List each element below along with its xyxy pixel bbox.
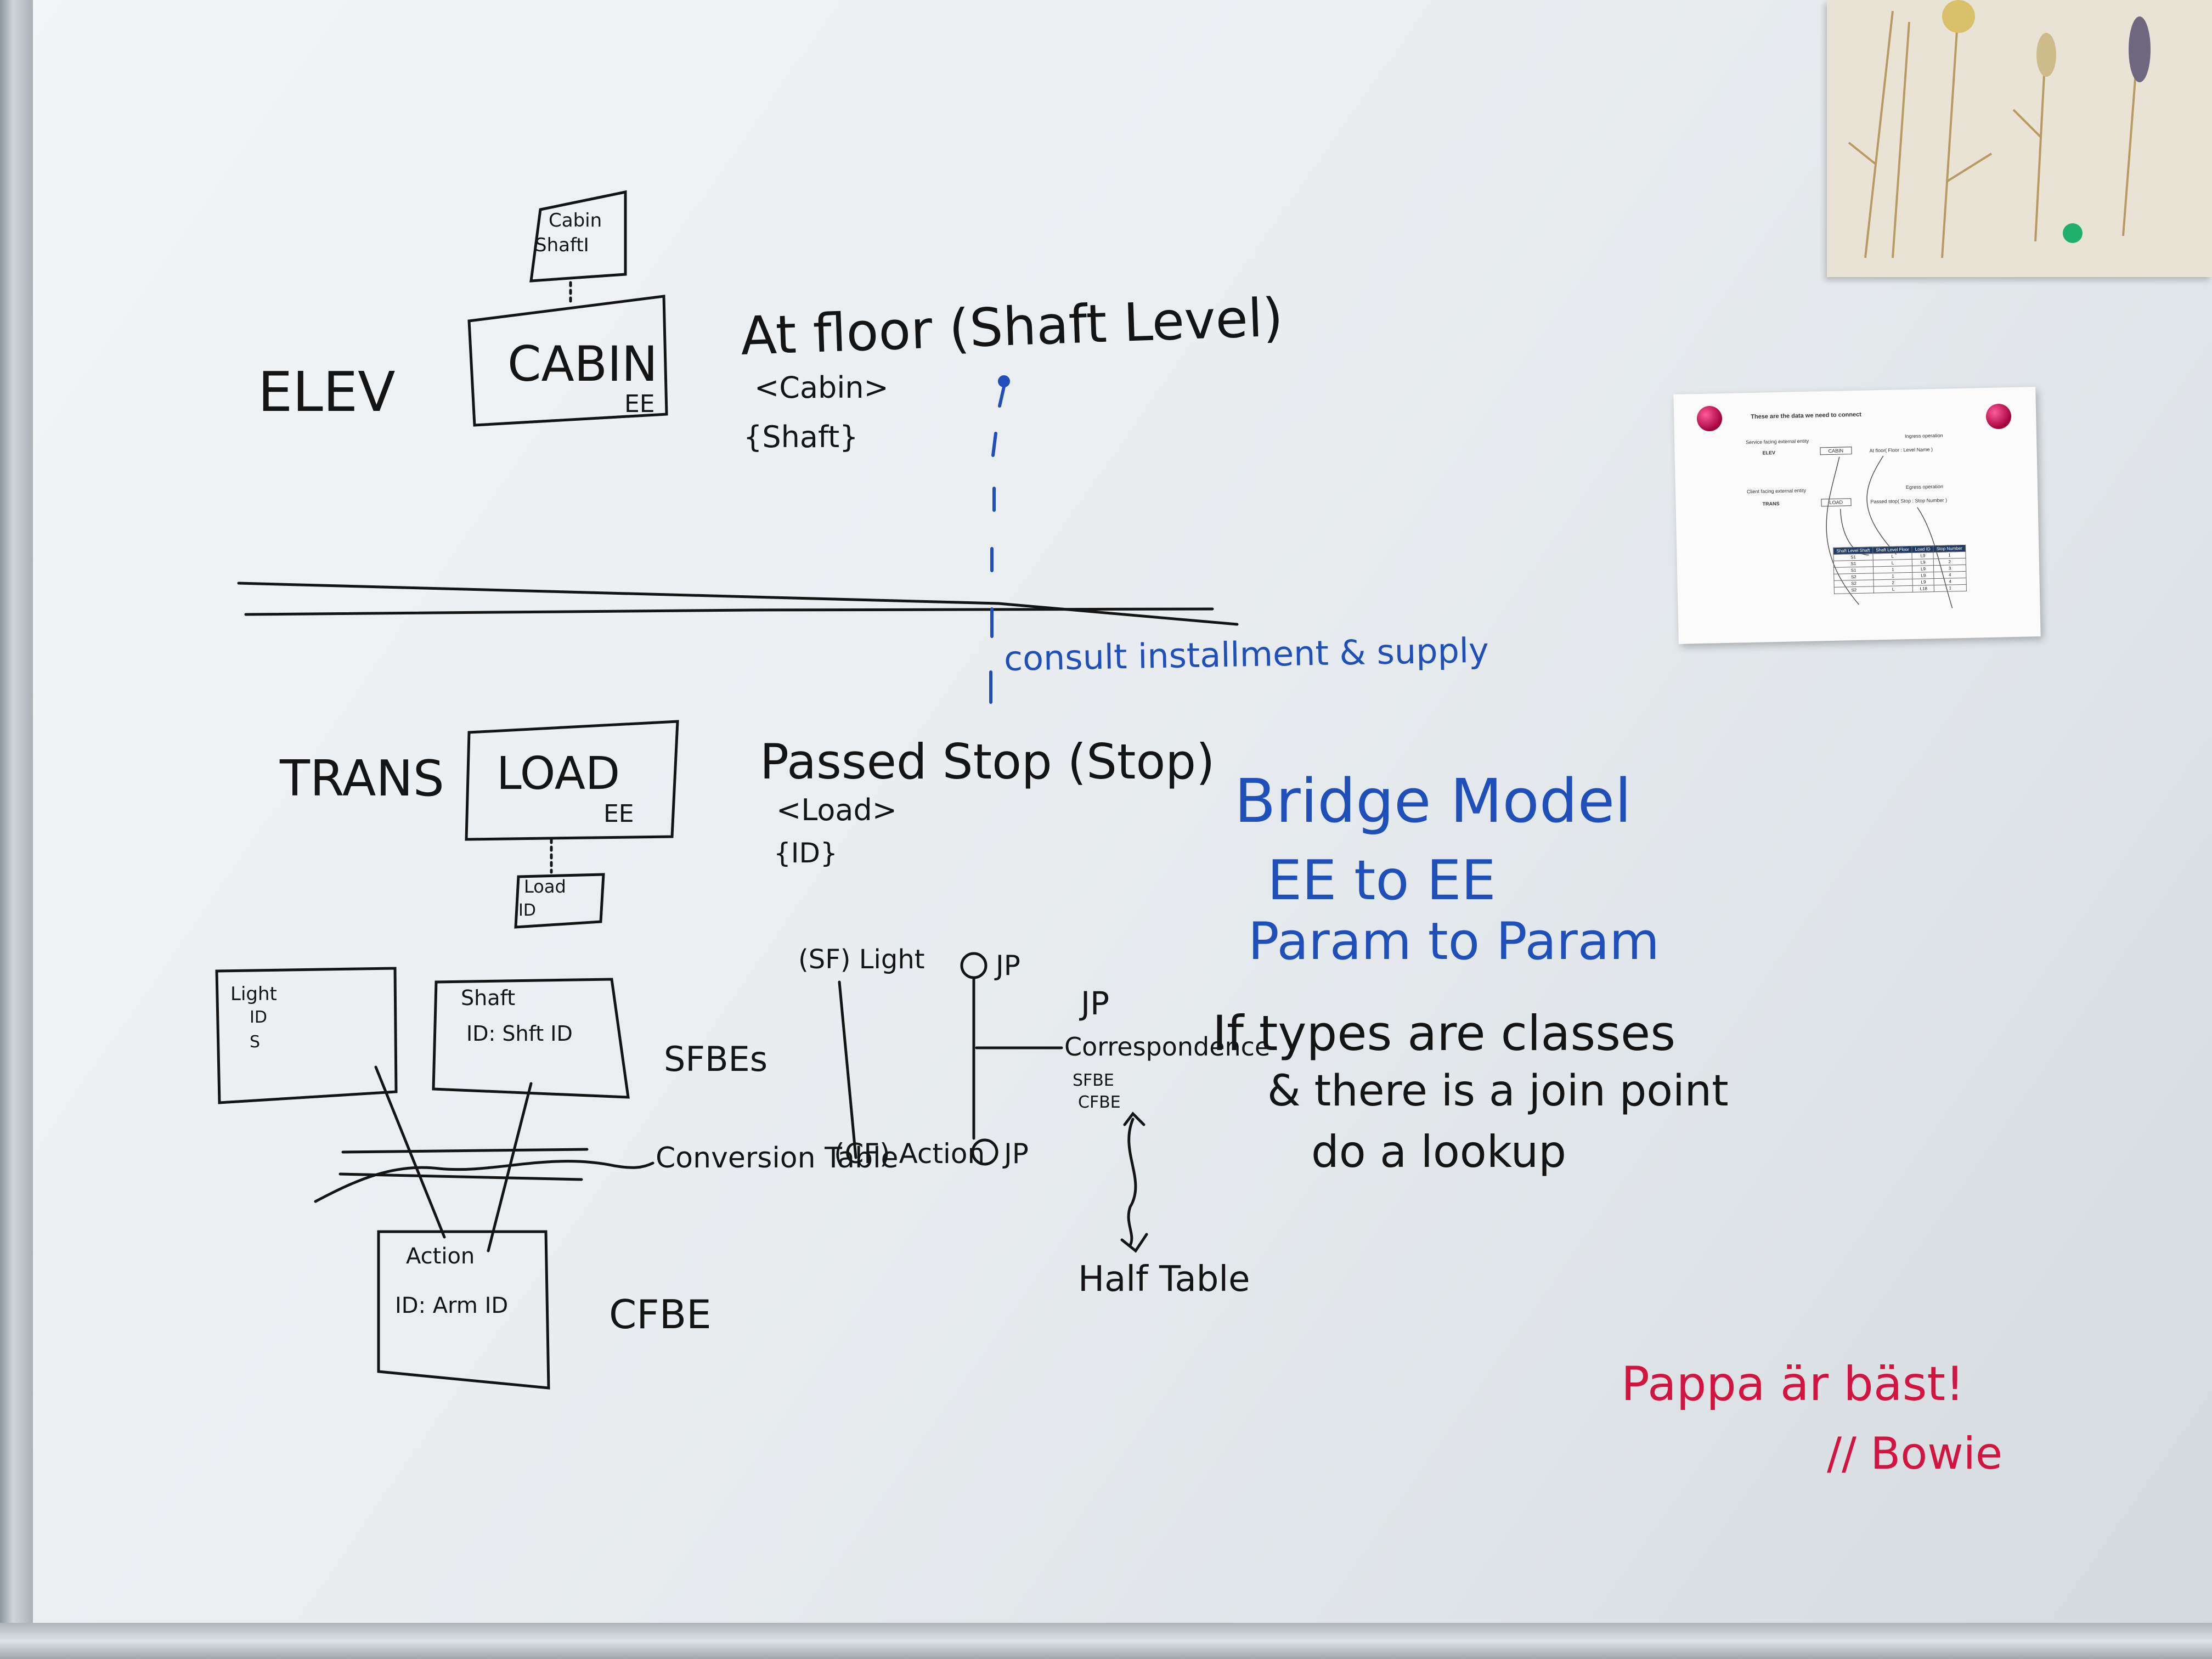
at-floor-arg2: {Shaft} xyxy=(743,420,859,454)
trans-label: TRANS xyxy=(280,750,444,808)
half-table-label: Half Table xyxy=(1078,1259,1250,1300)
pressed-flowers-picture xyxy=(1827,0,2212,277)
cabin-box-label: CABIN xyxy=(507,336,658,392)
elev-label: ELEV xyxy=(258,360,396,424)
conversion-table-label: Conversion Table xyxy=(656,1142,899,1175)
load-box-tag: EE xyxy=(603,800,634,828)
action-box-line1: Action xyxy=(406,1244,475,1269)
shaft-box-line1: Shaft xyxy=(461,986,516,1010)
load-small-box-line1: Load xyxy=(524,876,566,897)
separator-line-2 xyxy=(244,607,1214,616)
cf-action-label: (CF) Action xyxy=(834,1138,985,1170)
shaft-box-line2: ID: Shft ID xyxy=(466,1022,573,1046)
passed-stop-arg2: {ID} xyxy=(774,837,838,869)
cfbe-label: CFBE xyxy=(609,1291,712,1338)
param-to-param-label: Param to Param xyxy=(1248,912,1660,972)
cabin-small-box-line2: ShaftI xyxy=(535,234,589,256)
action-box xyxy=(377,1230,550,1390)
cabin-small-box-line1: Cabin xyxy=(549,210,602,232)
classes-note-line1: If types are classes xyxy=(1212,1005,1676,1062)
magnet-left xyxy=(1697,406,1722,431)
shaft-box xyxy=(432,978,630,1099)
correspondence-jp: JP xyxy=(1081,985,1110,1022)
consult-note: consult installment & supply xyxy=(1003,630,1489,679)
whiteboard-frame-bottom xyxy=(0,1623,2212,1659)
light-box-line1: Light xyxy=(230,983,277,1005)
load-box xyxy=(465,720,679,841)
light-box-line2: ID xyxy=(250,1008,267,1027)
jp-top-label: JP xyxy=(996,950,1020,981)
whiteboard-frame-left xyxy=(0,0,33,1659)
classes-note-line2: & there is a join point xyxy=(1267,1066,1729,1116)
pressed-flowers-icon xyxy=(1848,0,2151,258)
separator-line-1 xyxy=(237,582,1239,626)
passed-stop-arg1: <Load> xyxy=(776,793,898,827)
light-box-line3: S xyxy=(250,1032,261,1052)
cabin-box xyxy=(467,295,668,427)
load-box-label: LOAD xyxy=(496,748,620,800)
load-small-box xyxy=(514,873,605,929)
light-box xyxy=(215,967,398,1104)
correspondence-label: Correspondence xyxy=(1064,1032,1271,1062)
sfbes-label: SFBEs xyxy=(664,1039,768,1079)
red-note-line2: // Bowie xyxy=(1827,1428,2003,1479)
printout-arrows xyxy=(1826,455,1953,608)
bridge-model-label: Bridge Model xyxy=(1234,766,1632,836)
action-box-line2: ID: Arm ID xyxy=(395,1293,509,1318)
passed-stop-phrase: Passed Stop (Stop) xyxy=(760,733,1215,790)
load-small-box-line2: ID xyxy=(518,901,536,920)
ee-to-ee-label: EE to EE xyxy=(1267,848,1496,912)
cabin-box-tag: EE xyxy=(624,390,655,418)
at-floor-arg1: <Cabin> xyxy=(754,370,889,405)
magnet-right xyxy=(1986,404,2011,429)
printed-diagram-sheet: These are the data we need to connect Se… xyxy=(1673,387,2041,644)
jp-bottom-label: JP xyxy=(1004,1138,1029,1170)
red-note-line1: Pappa är bäst! xyxy=(1621,1357,1965,1412)
correspondence-cfbe: CFBE xyxy=(1078,1093,1121,1112)
cabin-small-box xyxy=(529,190,627,283)
classes-note-line3: do a lookup xyxy=(1311,1126,1567,1177)
correspondence-sfbe: SFBE xyxy=(1073,1071,1114,1090)
sf-light-label: (SF) Light xyxy=(798,944,925,975)
